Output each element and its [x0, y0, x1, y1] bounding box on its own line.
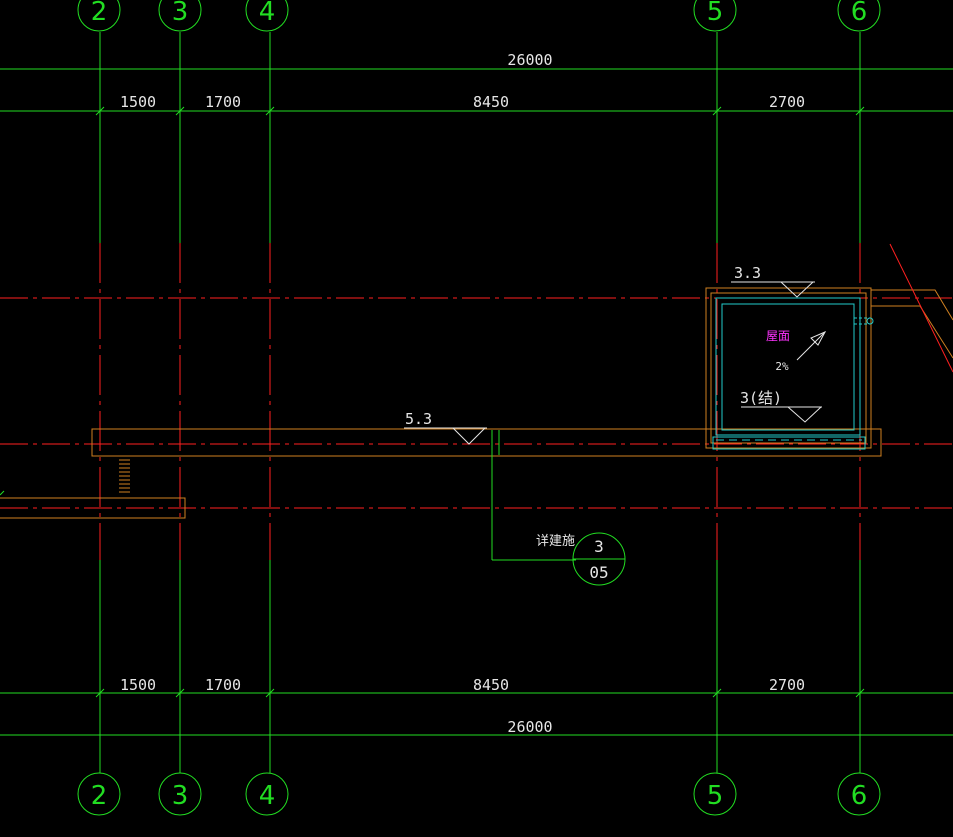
top-dim-1: 1500 [120, 93, 156, 111]
diagonal-red-line [889, 243, 953, 373]
bottom-dim-2: 1700 [205, 676, 241, 694]
elevation-structural: 3(结) [740, 389, 782, 407]
top-total-dimension: 26000 [507, 51, 552, 69]
axis-label-top-6: 6 [851, 0, 868, 27]
roof-outer-wall [705, 287, 872, 449]
axis-label-bottom-4: 4 [259, 781, 276, 811]
axis-bubbles-bottom [77, 772, 881, 816]
elevation-mark-3-struct [741, 406, 822, 423]
beam-outlines [0, 287, 953, 519]
elevation-mark-5-3 [404, 427, 487, 445]
roof-label: 屋面 [766, 329, 790, 343]
axis-label-bottom-3: 3 [172, 781, 189, 811]
axis-label-top-5: 5 [707, 0, 724, 27]
axis-label-bottom-6: 6 [851, 781, 868, 811]
top-dim-3: 8450 [473, 93, 509, 111]
main-beam [91, 428, 882, 457]
bottom-dim-4: 2700 [769, 676, 805, 694]
axis-label-top-3: 3 [172, 0, 189, 27]
detail-note: 详建施 [536, 534, 575, 549]
roof-cyan-outline [712, 297, 874, 450]
hatch-marks [119, 459, 130, 493]
bottom-dim-3: 8450 [473, 676, 509, 694]
detail-number: 3 [594, 537, 604, 556]
elevation-mark-3-3 [731, 281, 815, 298]
dimension-lines [0, 68, 953, 736]
bottom-total-dimension: 26000 [507, 718, 552, 736]
roof-inner-wall [710, 292, 867, 444]
bottom-dim-1: 1500 [120, 676, 156, 694]
grid-lines-vertical [99, 32, 861, 773]
detail-sheet: 05 [589, 563, 608, 582]
roof-slope: 2% [775, 360, 789, 373]
axis-bubbles-top [77, 0, 881, 32]
axis-label-bottom-5: 5 [707, 781, 724, 811]
elevation-roof-top: 3.3 [734, 264, 761, 282]
slope-arrow-icon [796, 330, 827, 361]
left-edge-mark [0, 490, 5, 496]
axis-label-top-2: 2 [91, 0, 108, 27]
axis-label-top-4: 4 [259, 0, 276, 27]
horizontal-axis-lines [0, 297, 953, 509]
axis-label-bottom-2: 2 [91, 781, 108, 811]
elevation-main: 5.3 [405, 410, 432, 428]
detail-leader [491, 430, 626, 586]
left-beam [0, 497, 186, 519]
top-dim-2: 1700 [205, 93, 241, 111]
top-dim-4: 2700 [769, 93, 805, 111]
